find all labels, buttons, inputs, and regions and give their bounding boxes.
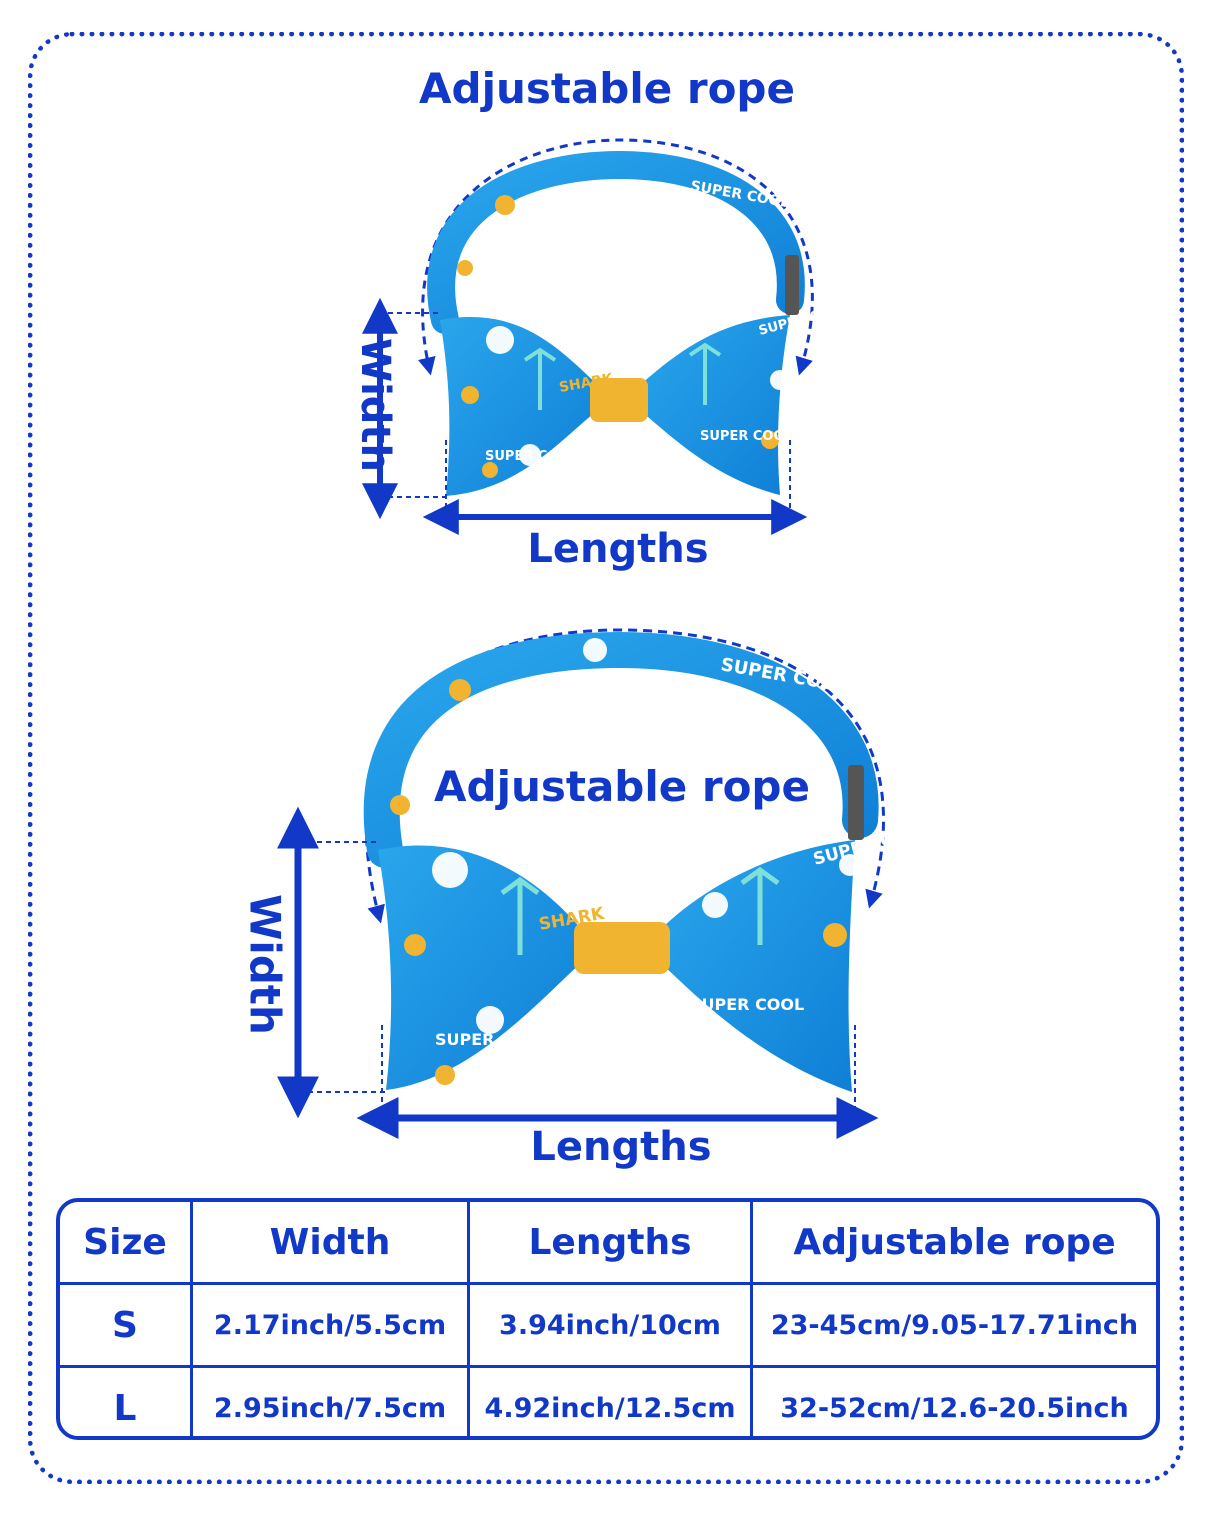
row-size: S (60, 1282, 193, 1368)
dotted-frame (28, 32, 1184, 1484)
row-width: 2.95inch/7.5cm (190, 1365, 470, 1436)
large-bow-tie (277, 628, 885, 1139)
row-rope: 23-45cm/9.05-17.71inch (750, 1282, 1156, 1368)
fabric-print-text: SUPER COOL (690, 995, 804, 1014)
table-header-row: Size Width Lengths Adjustable rope (60, 1202, 1156, 1285)
small-rope-label: Adjustable rope (419, 64, 795, 113)
table-row: L 2.95inch/7.5cm 4.92inch/12.5cm 32-52cm… (60, 1365, 1156, 1436)
fabric-print-text: SUPER COOL (757, 300, 851, 339)
row-lengths: 3.94inch/10cm (467, 1282, 753, 1368)
row-size: L (60, 1365, 193, 1436)
row-lengths: 4.92inch/12.5cm (467, 1365, 753, 1436)
fabric-print-text: SUPER COOL (435, 1030, 549, 1049)
row-rope: 32-52cm/12.6-20.5inch (750, 1365, 1156, 1436)
header-width: Width (190, 1202, 470, 1285)
small-bow-tie (362, 138, 814, 535)
header-size: Size (60, 1202, 193, 1285)
large-rope-label: Adjustable rope (434, 762, 810, 811)
row-width: 2.17inch/5.5cm (190, 1282, 470, 1368)
header-lengths: Lengths (467, 1202, 753, 1285)
fabric-print-text: SUPER COOL (700, 429, 793, 444)
fabric-print-text: SUPER COOL (485, 449, 578, 464)
table-row: S 2.17inch/5.5cm 3.94inch/10cm 23-45cm/9… (60, 1282, 1156, 1368)
header-rope: Adjustable rope (750, 1202, 1156, 1285)
size-table: Size Width Lengths Adjustable rope S 2.1… (56, 1198, 1160, 1440)
